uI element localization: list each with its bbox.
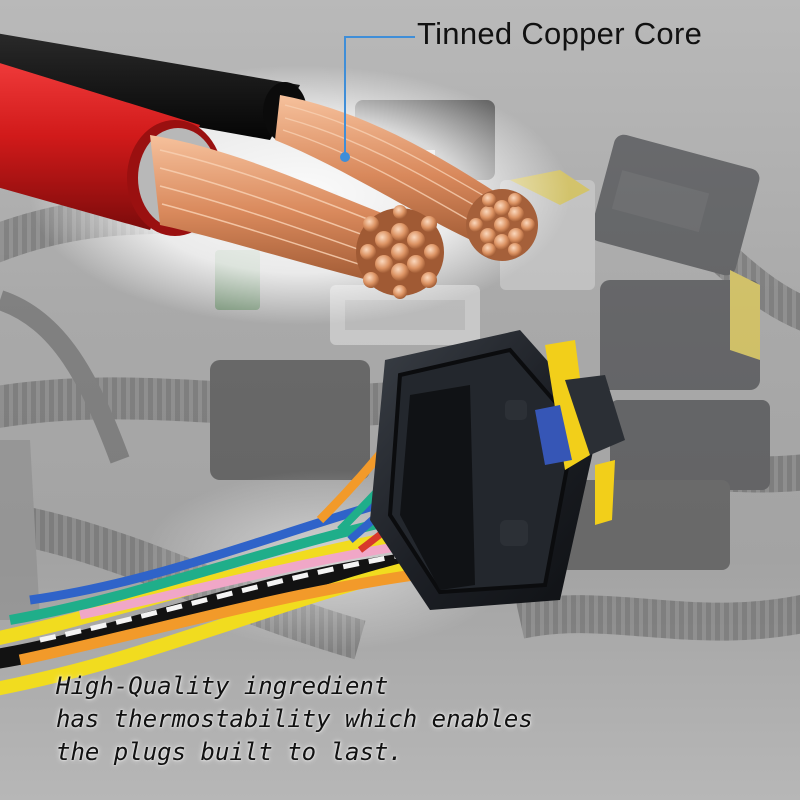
connector-plug	[370, 330, 625, 610]
copper-strands-upper	[275, 95, 538, 261]
caption-line-1: High-Quality ingredient	[56, 672, 389, 700]
caption-line-3: the plugs built to last.	[56, 738, 403, 766]
tinned-copper-core-label: Tinned Copper Core	[417, 16, 703, 51]
caption-line-2: has thermostability which enables	[56, 705, 533, 733]
copper-strands-main	[150, 135, 444, 299]
cable-cross-section	[0, 33, 570, 325]
feature-caption: High-Quality ingredient has thermostabil…	[56, 670, 533, 769]
callout-leader	[340, 36, 415, 162]
